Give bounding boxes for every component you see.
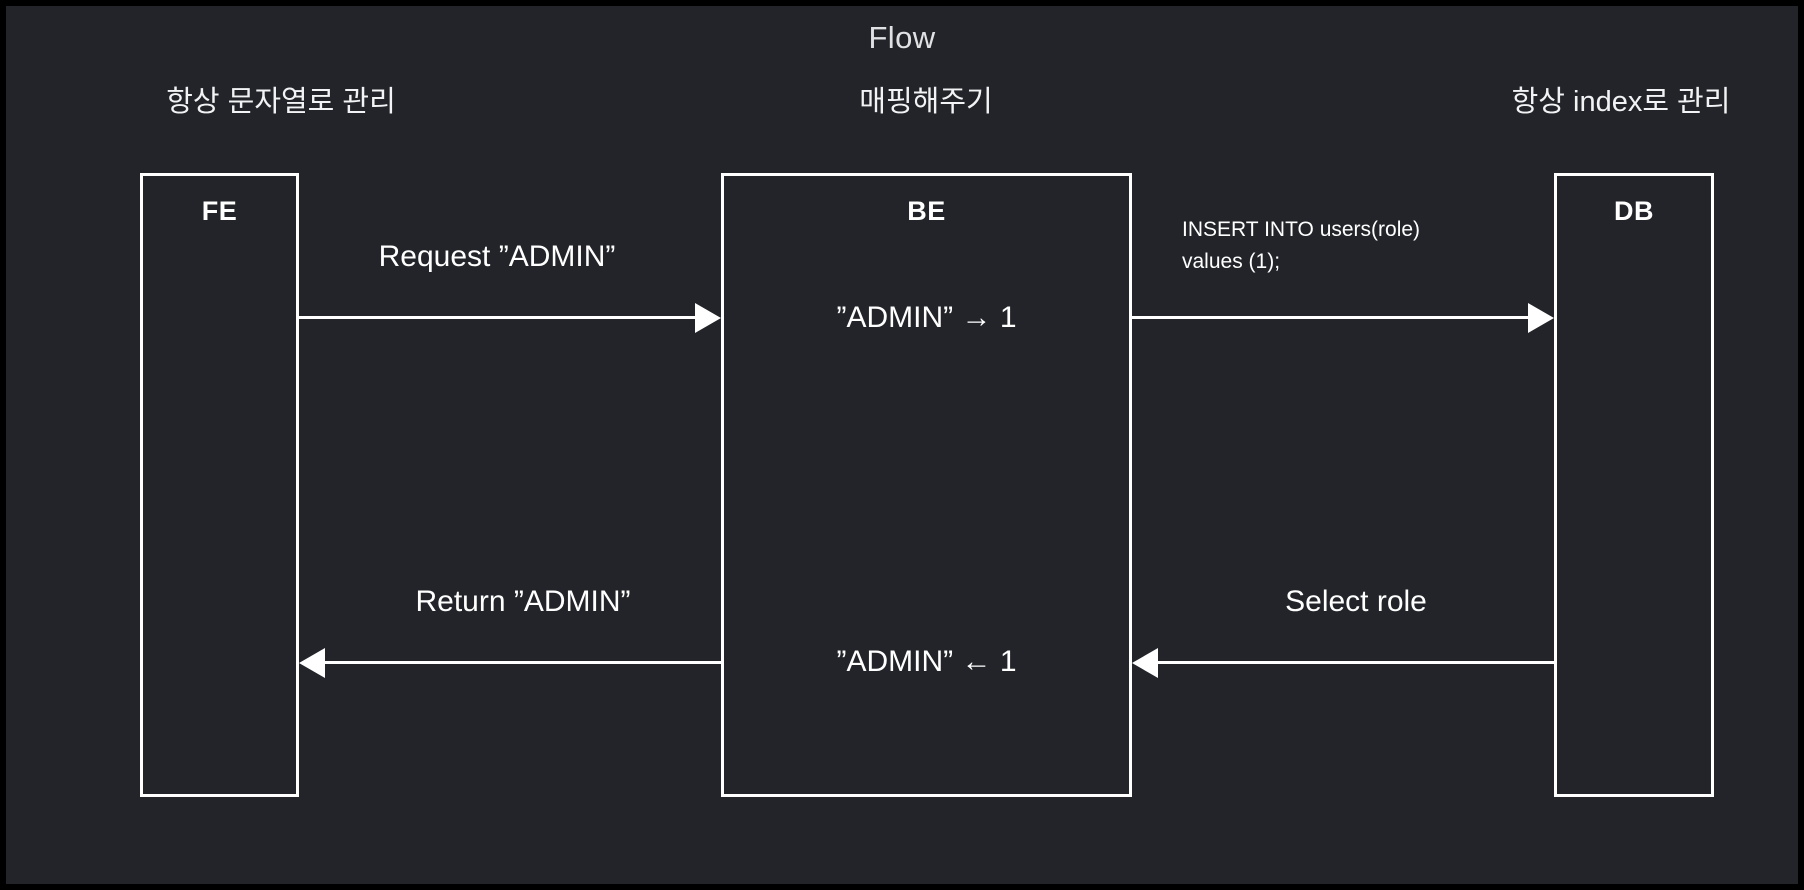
lifeline-box-db: DB: [1554, 173, 1714, 797]
be-note-map-to-index: ”ADMIN” → 1: [836, 301, 1017, 334]
arrow-head-left-icon: [299, 648, 325, 678]
message-arrow-select-line: [1158, 661, 1554, 664]
caption-db: 항상 index로 관리: [1511, 86, 1731, 118]
lifeline-label-db: DB: [1614, 196, 1654, 226]
lifeline-box-be: BE ”ADMIN” → 1 ”ADMIN” ← 1: [721, 173, 1132, 797]
message-label-request: Request ”ADMIN”: [378, 240, 616, 273]
caption-be: 매핑해주기: [859, 86, 993, 118]
message-label-insert-line2: values (1);: [1182, 250, 1281, 273]
lifeline-label-fe: FE: [201, 196, 238, 226]
message-arrow-return-line: [325, 661, 721, 664]
arrow-head-right-icon: [695, 303, 721, 333]
be-note-map-to-string: ”ADMIN” ← 1: [836, 645, 1017, 678]
arrow-head-right-icon: [1528, 303, 1554, 333]
message-label-insert: INSERT INTO users(role) values (1);: [1182, 214, 1512, 278]
lifeline-box-fe: FE: [140, 173, 299, 797]
caption-fe: 항상 문자열로 관리: [166, 86, 396, 118]
message-label-insert-line1: INSERT INTO users(role): [1182, 218, 1421, 241]
message-arrow-insert-line: [1132, 316, 1528, 319]
message-arrow-request-line: [299, 316, 695, 319]
message-label-return: Return ”ADMIN”: [415, 585, 631, 618]
arrow-head-left-icon: [1132, 648, 1158, 678]
diagram-title: Flow: [868, 20, 936, 55]
lifeline-label-be: BE: [907, 196, 946, 226]
message-label-select: Select role: [1285, 585, 1427, 618]
